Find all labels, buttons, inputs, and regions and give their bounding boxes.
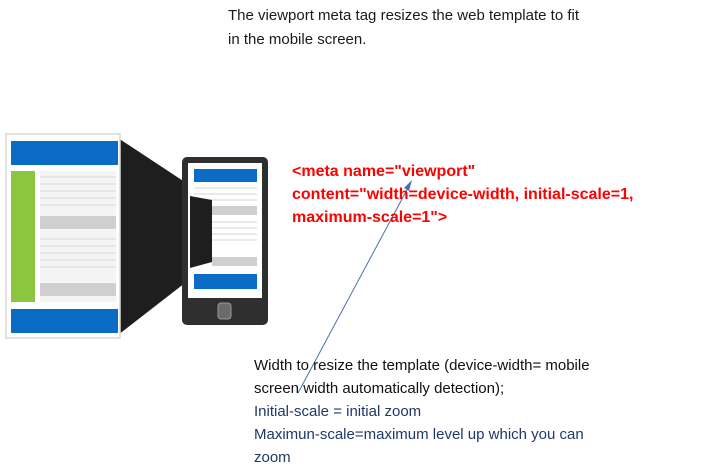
phone-header <box>194 169 257 182</box>
desktop-content-area <box>40 171 116 302</box>
phone-footer <box>194 274 257 289</box>
code-line-1: <meta name="viewport" <box>292 163 476 180</box>
phone-home-button <box>217 302 232 320</box>
projection-cone-front <box>190 196 212 268</box>
explanation-line-5: zoom <box>254 449 291 466</box>
explanation-line-3: Initial-scale = initial zoom <box>254 403 422 420</box>
explanation-text: Width to resize the template (device-wid… <box>254 354 590 469</box>
phone-placeholder-1 <box>212 206 257 215</box>
code-line-2: content="width=device-width, initial-sca… <box>292 186 634 203</box>
caption-line-1: The viewport meta tag resizes the web te… <box>228 7 579 24</box>
desktop-footer <box>11 309 118 333</box>
pointer-arrow-icon <box>297 180 412 394</box>
explanation-line-4: Maximun-scale=maximum level up which you… <box>254 426 584 443</box>
caption-line-2: in the mobile screen. <box>228 31 367 48</box>
desktop-placeholder-2 <box>40 283 116 296</box>
caption: The viewport meta tag resizes the web te… <box>228 4 698 52</box>
desktop-template-icon <box>5 133 121 339</box>
explanation-line-1: Width to resize the template (device-wid… <box>254 357 590 374</box>
desktop-placeholder-1 <box>40 216 116 229</box>
code-line-3: maximum-scale=1"> <box>292 209 448 226</box>
phone-placeholder-2 <box>212 257 257 266</box>
viewport-meta-code: <meta name="viewport" content="width=dev… <box>292 160 633 229</box>
desktop-text-lines <box>40 176 116 268</box>
desktop-sidebar <box>11 171 35 302</box>
explanation-line-2: screen width automatically detection); <box>254 380 505 397</box>
desktop-header <box>11 141 118 165</box>
